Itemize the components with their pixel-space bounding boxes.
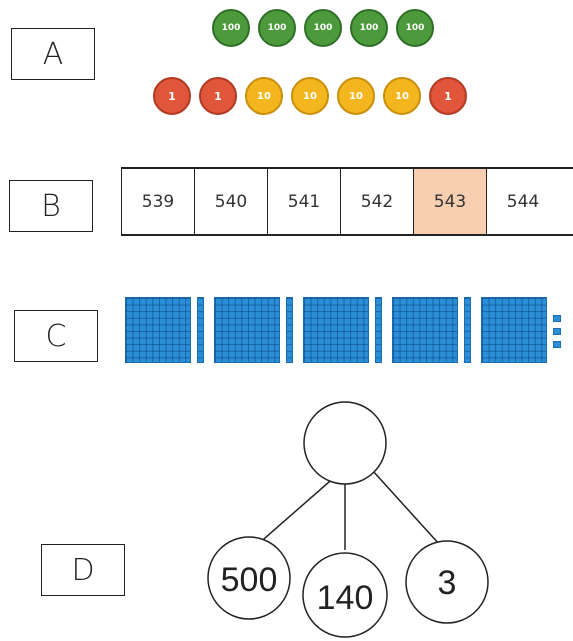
connector-left — [248, 467, 346, 553]
part-value-2: 140 — [317, 579, 374, 617]
highlighted-number-cell: 543 — [413, 169, 486, 234]
one-unit — [553, 341, 561, 348]
part-circle-2 — [302, 552, 388, 638]
part-value-1: 500 — [221, 561, 278, 599]
ten-counter: 10 — [291, 77, 329, 115]
ten-counter: 10 — [383, 77, 421, 115]
number-cell: 544 — [486, 169, 559, 234]
hundred-counter: 100 — [258, 9, 296, 47]
one-counter: 1 — [153, 77, 191, 115]
whole-circle — [303, 401, 387, 485]
hundred-counter: 100 — [212, 9, 250, 47]
number-track-bottom-line — [121, 234, 573, 236]
number-cell: 542 — [340, 169, 413, 234]
ten-rod — [197, 297, 204, 363]
hundred-counter: 100 — [304, 9, 342, 47]
label-b: B — [9, 180, 93, 232]
hundred-flat — [214, 297, 280, 363]
one-counter: 1 — [199, 77, 237, 115]
part-circle-1 — [207, 536, 291, 620]
hundred-counter: 100 — [396, 9, 434, 47]
hundred-flat — [481, 297, 547, 363]
ten-rod — [464, 297, 471, 363]
ten-counter: 10 — [337, 77, 375, 115]
label-d: D — [41, 544, 125, 596]
base-ten-blocks — [125, 297, 573, 365]
hundred-counter: 100 — [350, 9, 388, 47]
ten-rod — [286, 297, 293, 363]
part-circle-3 — [405, 540, 489, 624]
number-track-top-line — [121, 167, 573, 169]
one-counter: 1 — [429, 77, 467, 115]
number-cell: 539 — [121, 169, 194, 234]
one-unit — [553, 315, 561, 322]
hundred-flat — [303, 297, 369, 363]
connector-right — [371, 469, 441, 546]
part-value-3: 3 — [438, 564, 457, 602]
number-cell: 541 — [267, 169, 340, 234]
one-unit — [553, 328, 561, 335]
hundred-flat — [392, 297, 458, 363]
label-a: A — [11, 28, 95, 80]
label-c: C — [14, 310, 98, 362]
ten-counter: 10 — [245, 77, 283, 115]
hundred-flat — [125, 297, 191, 363]
number-cell: 540 — [194, 169, 267, 234]
ten-rod — [375, 297, 382, 363]
